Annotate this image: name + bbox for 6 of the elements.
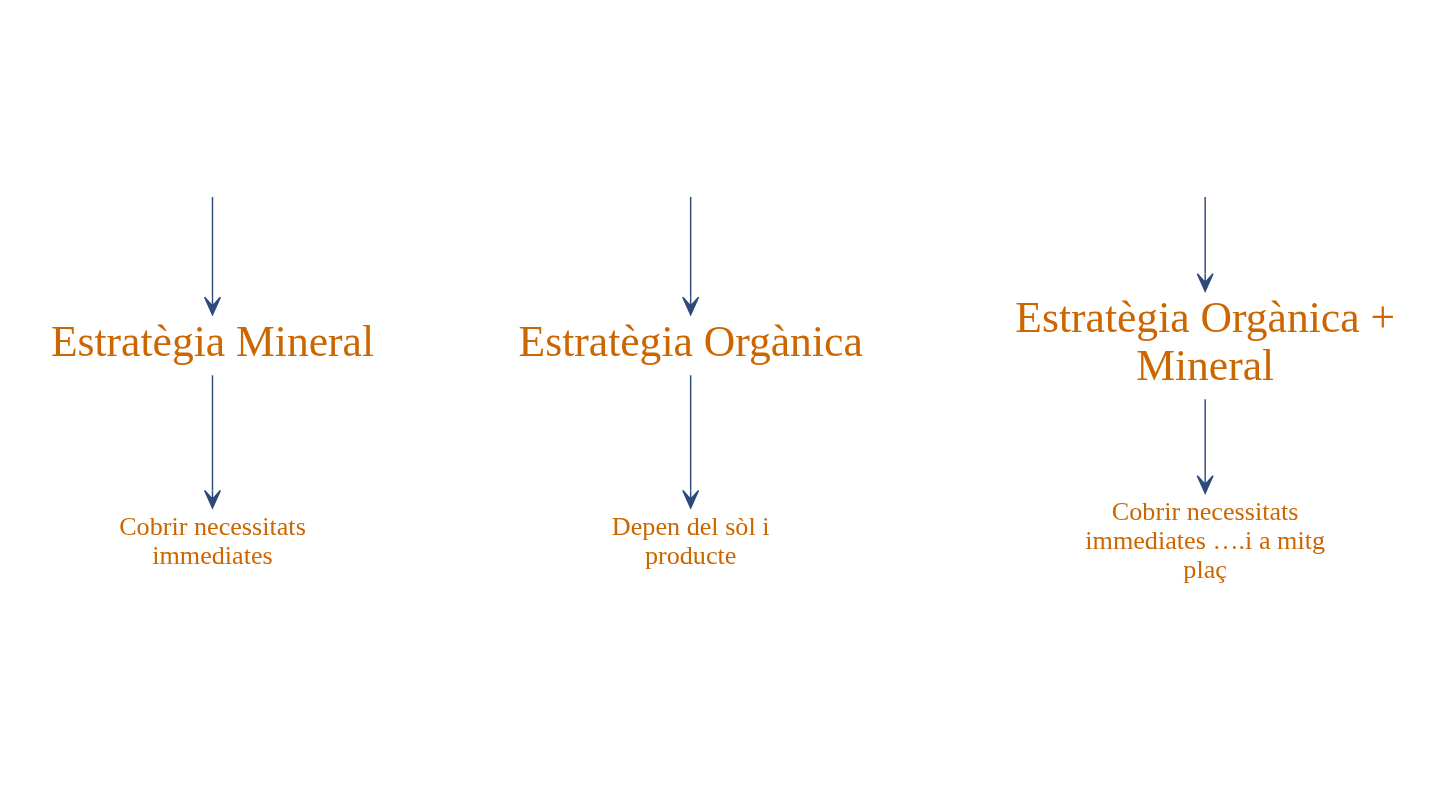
- node-text: Estratègia Orgànica: [518, 316, 863, 365]
- node-text: Cobrir necessitats immediates: [119, 511, 306, 570]
- node-text: Estratègia Mineral: [50, 316, 375, 365]
- node-text: Cobrir necessitats immediates ….i a mitg plaç: [1085, 496, 1326, 584]
- node-text: Estratègia Orgànica + Mineral: [1015, 292, 1395, 389]
- node-text: Depen del sòl i producte: [611, 511, 770, 570]
